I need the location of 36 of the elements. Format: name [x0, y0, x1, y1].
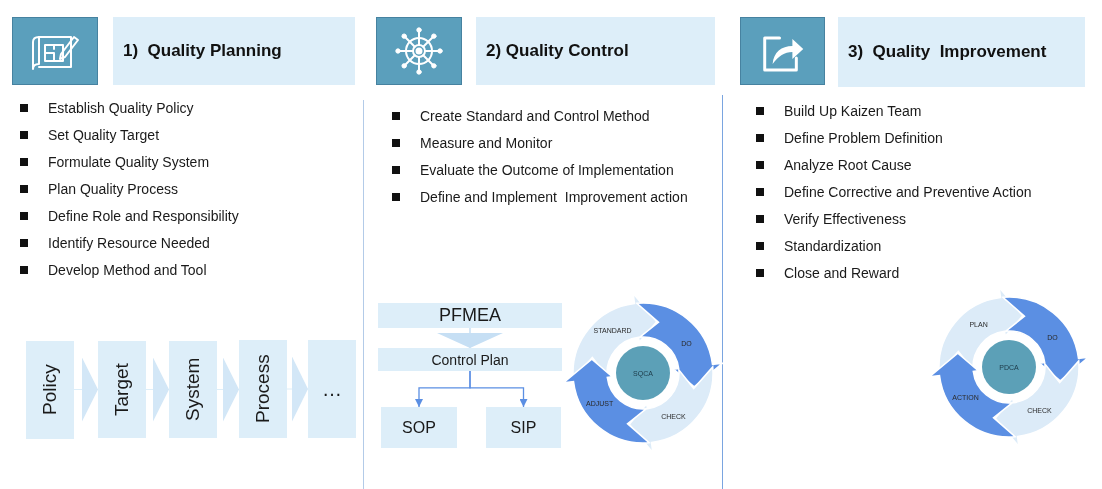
section-header: 3) Quality Improvement — [838, 17, 1085, 87]
section-header: 1) Quality Planning — [113, 17, 355, 85]
bullet-text: Analyze Root Cause — [784, 157, 912, 173]
bullet-text: Set Quality Target — [48, 127, 160, 143]
bullet-text: Standardization — [784, 238, 882, 254]
bullet-text: Build Up Kaizen Team — [784, 103, 922, 119]
arrow — [469, 370, 528, 408]
chevron-arrow — [437, 327, 503, 349]
bullet-text: Define Problem Definition — [784, 130, 943, 146]
step-box: SOP — [381, 407, 457, 448]
step-box: System — [169, 341, 217, 438]
bullet-text: Define Role and Responsibility — [48, 208, 239, 224]
bullet-text: Verify Effectiveness — [784, 211, 906, 227]
bullet-text: Measure and Monitor — [420, 135, 553, 151]
step-box: … — [308, 340, 356, 438]
chevron-arrow — [286, 356, 309, 422]
step-box: PFMEA — [378, 303, 562, 328]
bullet-text: Create Standard and Control Method — [420, 108, 650, 124]
bullet-text: Develop Method and Tool — [48, 262, 207, 278]
step-box: Target — [98, 341, 146, 438]
step-box: Policy — [26, 341, 74, 439]
bullet-text: Establish Quality Policy — [48, 100, 194, 116]
bullet-text: Close and Reward — [784, 265, 900, 281]
chevron-arrow — [73, 357, 99, 422]
chevron-arrow — [216, 357, 240, 422]
chevron-arrow — [145, 357, 170, 422]
bullet-text: Evaluate the Outcome of Implementation — [420, 162, 674, 178]
step-box: SIP — [486, 407, 561, 448]
bullet-text: Define Corrective and Preventive Action — [784, 184, 1032, 200]
step-box: Control Plan — [378, 348, 562, 371]
bullet-text: Plan Quality Process — [48, 181, 178, 197]
bullet-text: Identify Resource Needed — [48, 235, 210, 251]
step-box: Process — [239, 340, 287, 438]
bullet-text: Formulate Quality System — [48, 154, 210, 170]
bullet-text: Define and Implement Improvement action — [420, 189, 688, 205]
section-header: 2) Quality Control — [476, 17, 715, 85]
